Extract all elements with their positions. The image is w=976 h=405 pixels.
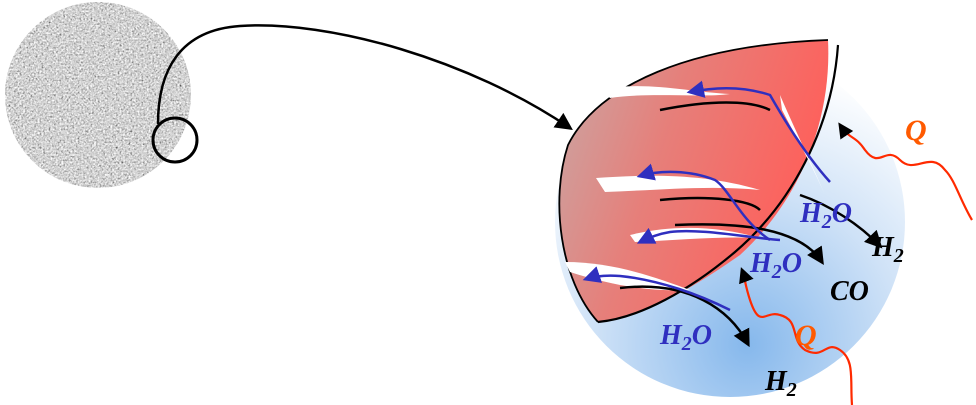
label-heat-1: Q xyxy=(905,114,927,147)
label-heat-2: Q xyxy=(795,319,817,352)
label-co: CO xyxy=(830,276,869,307)
porous-particle-icon xyxy=(4,2,194,192)
zoom-connector-arrow xyxy=(158,25,570,128)
zoomed-particle xyxy=(555,40,972,405)
